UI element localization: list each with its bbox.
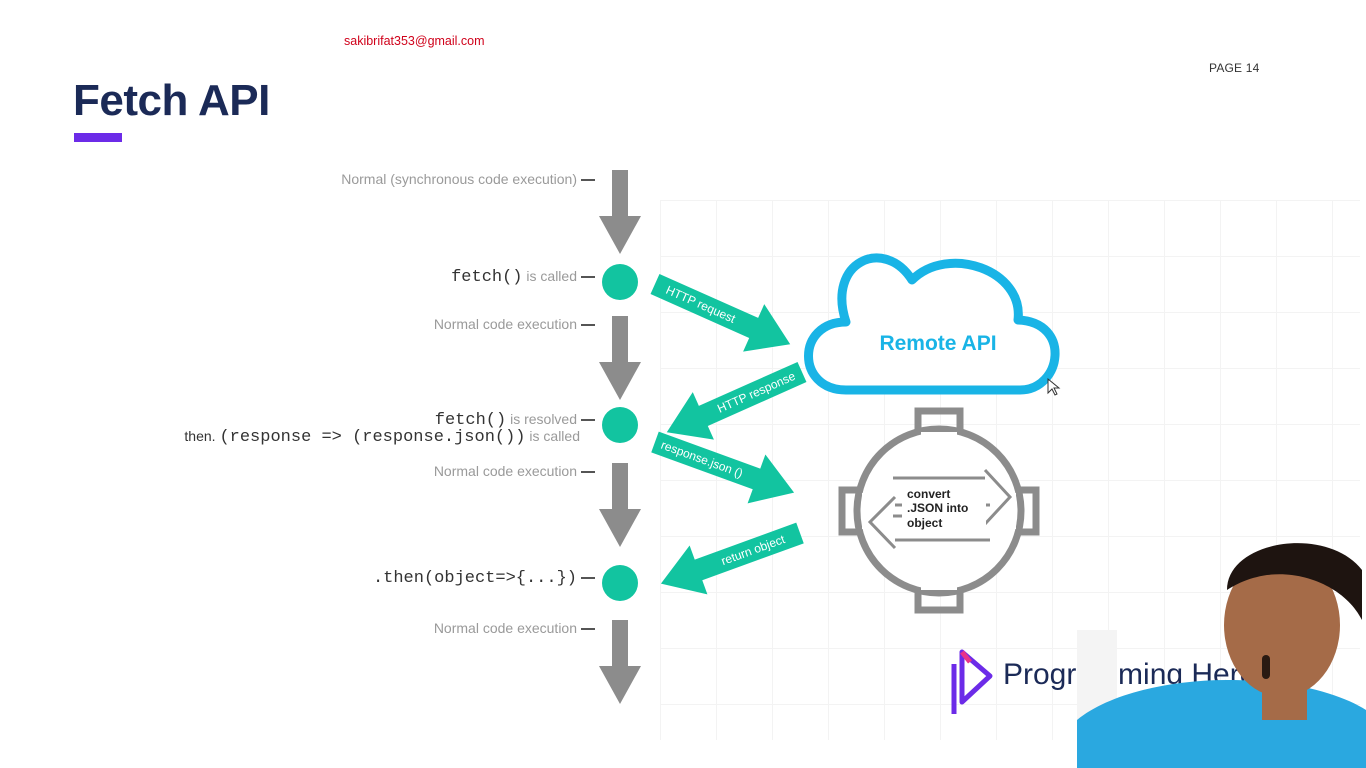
presenter-image bbox=[1077, 543, 1366, 768]
svg-text:HTTP response: HTTP response bbox=[715, 369, 798, 416]
timeline-label-sync: Normal (synchronous code execution) bbox=[341, 171, 595, 187]
timeline-label-normal-2: Normal code execution bbox=[434, 463, 595, 479]
timeline-label-fetch-resolved: fetch() is resolved bbox=[435, 411, 595, 430]
down-arrow-3 bbox=[599, 463, 641, 547]
title-underline bbox=[74, 133, 122, 142]
timeline-node-2 bbox=[602, 407, 638, 443]
timeline-label-normal-3: Normal code execution bbox=[434, 620, 595, 636]
timeline-node-1 bbox=[602, 264, 638, 300]
timeline-label-then-object: .then(object=>{...}) bbox=[373, 569, 595, 588]
cursor-icon bbox=[1047, 377, 1061, 396]
convert-line-1: convert bbox=[907, 487, 950, 501]
timeline-label-normal-1: Normal code execution bbox=[434, 316, 595, 332]
remote-api-cloud bbox=[804, 253, 1060, 395]
http-request-arrow: HTTP request bbox=[650, 273, 791, 352]
remote-api-label: Remote API bbox=[879, 332, 996, 355]
convert-line-2: .JSON into bbox=[907, 501, 968, 515]
brand-logo-icon bbox=[951, 649, 993, 714]
down-arrow-4 bbox=[599, 620, 641, 704]
page-title: Fetch API bbox=[73, 76, 270, 125]
timeline-node-3 bbox=[602, 565, 638, 601]
timeline-label-then-response: then. (response => (response.json()) is … bbox=[184, 428, 580, 447]
timeline-label-fetch-called: fetch() is called bbox=[451, 268, 595, 287]
down-arrow-1 bbox=[599, 170, 641, 254]
email-watermark: sakibrifat353@gmail.com bbox=[344, 34, 485, 48]
down-arrow-2 bbox=[599, 316, 641, 400]
return-object-arrow: return object bbox=[660, 522, 804, 595]
presenter-webcam bbox=[1077, 530, 1366, 768]
convert-line-3: object bbox=[907, 516, 942, 530]
page-number: PAGE 14 bbox=[1209, 61, 1260, 75]
